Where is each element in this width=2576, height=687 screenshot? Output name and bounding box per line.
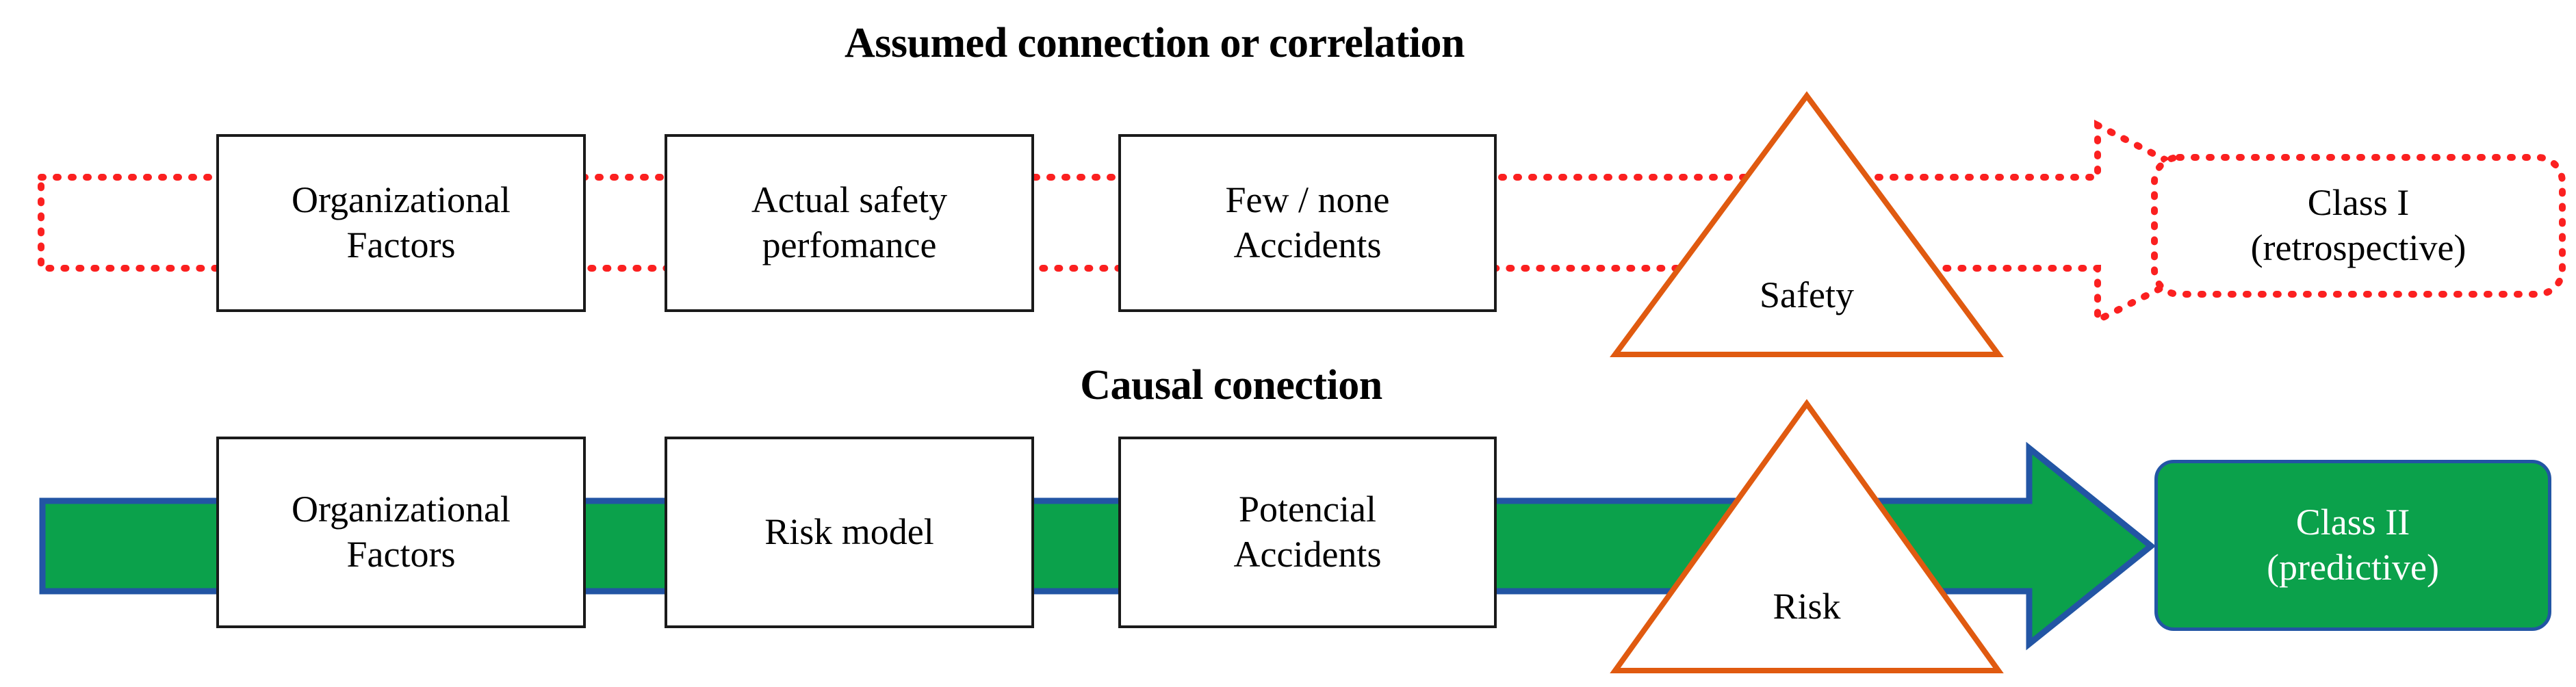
process-box-potencial-accidents[interactable]: Potencial Accidents — [1118, 437, 1497, 628]
box-line-2: Factors — [346, 534, 456, 575]
box-line-1: Organizational — [292, 489, 511, 530]
box-line-1: Actual safety — [751, 179, 948, 221]
safety-triangle — [1610, 91, 2004, 357]
risk-triangle-label: Risk — [1773, 586, 1841, 627]
box-text-wrap: Actual safety perfomance — [751, 178, 947, 268]
class-1-outline — [2151, 154, 2566, 298]
box-text-wrap: Few / none Accidents — [1226, 178, 1390, 268]
outcome-box-class-1[interactable]: Class I (retrospective) — [2154, 157, 2562, 294]
outcome-box-class-2[interactable]: Class II (predictive) — [2154, 460, 2551, 631]
box-line-1: Class II — [2295, 502, 2410, 543]
box-text-wrap: Organizational Factors — [292, 178, 511, 268]
box-line-1: Few / none — [1225, 179, 1390, 221]
process-box-few-none-accidents[interactable]: Few / none Accidents — [1118, 134, 1497, 312]
safety-triangle-label: Safety — [1760, 274, 1854, 315]
box-line-2: (retrospective) — [2250, 227, 2466, 268]
process-box-organizational-factors-bottom[interactable]: Organizational Factors — [216, 437, 586, 628]
causal-connection-title: Causal conection — [1080, 362, 1382, 409]
box-line-1: Organizational — [292, 179, 511, 221]
process-box-risk-model[interactable]: Risk model — [665, 437, 1034, 628]
box-line-1: Risk model — [764, 511, 934, 553]
box-line-2: Factors — [346, 224, 456, 265]
box-text-wrap: Potencial Accidents — [1234, 487, 1382, 578]
box-line-2: perfomance — [762, 224, 937, 265]
assumed-connection-title: Assumed connection or correlation — [845, 20, 1465, 66]
process-box-organizational-factors-top[interactable]: Organizational Factors — [216, 134, 586, 312]
box-line-2: Accidents — [1233, 224, 1382, 265]
box-text-wrap: Class I (retrospective) — [2251, 181, 2466, 271]
box-line-1: Class I — [2307, 182, 2410, 224]
risk-triangle — [1610, 399, 2004, 673]
box-line-2: (predictive) — [2267, 547, 2439, 588]
box-text-wrap: Risk model — [764, 510, 934, 555]
box-line-2: Accidents — [1233, 534, 1382, 575]
process-box-actual-safety-performance[interactable]: Actual safety perfomance — [665, 134, 1034, 312]
box-line-1: Potencial — [1239, 489, 1376, 530]
box-text-wrap: Organizational Factors — [292, 487, 511, 578]
box-text-wrap: Class II (predictive) — [2267, 500, 2439, 591]
